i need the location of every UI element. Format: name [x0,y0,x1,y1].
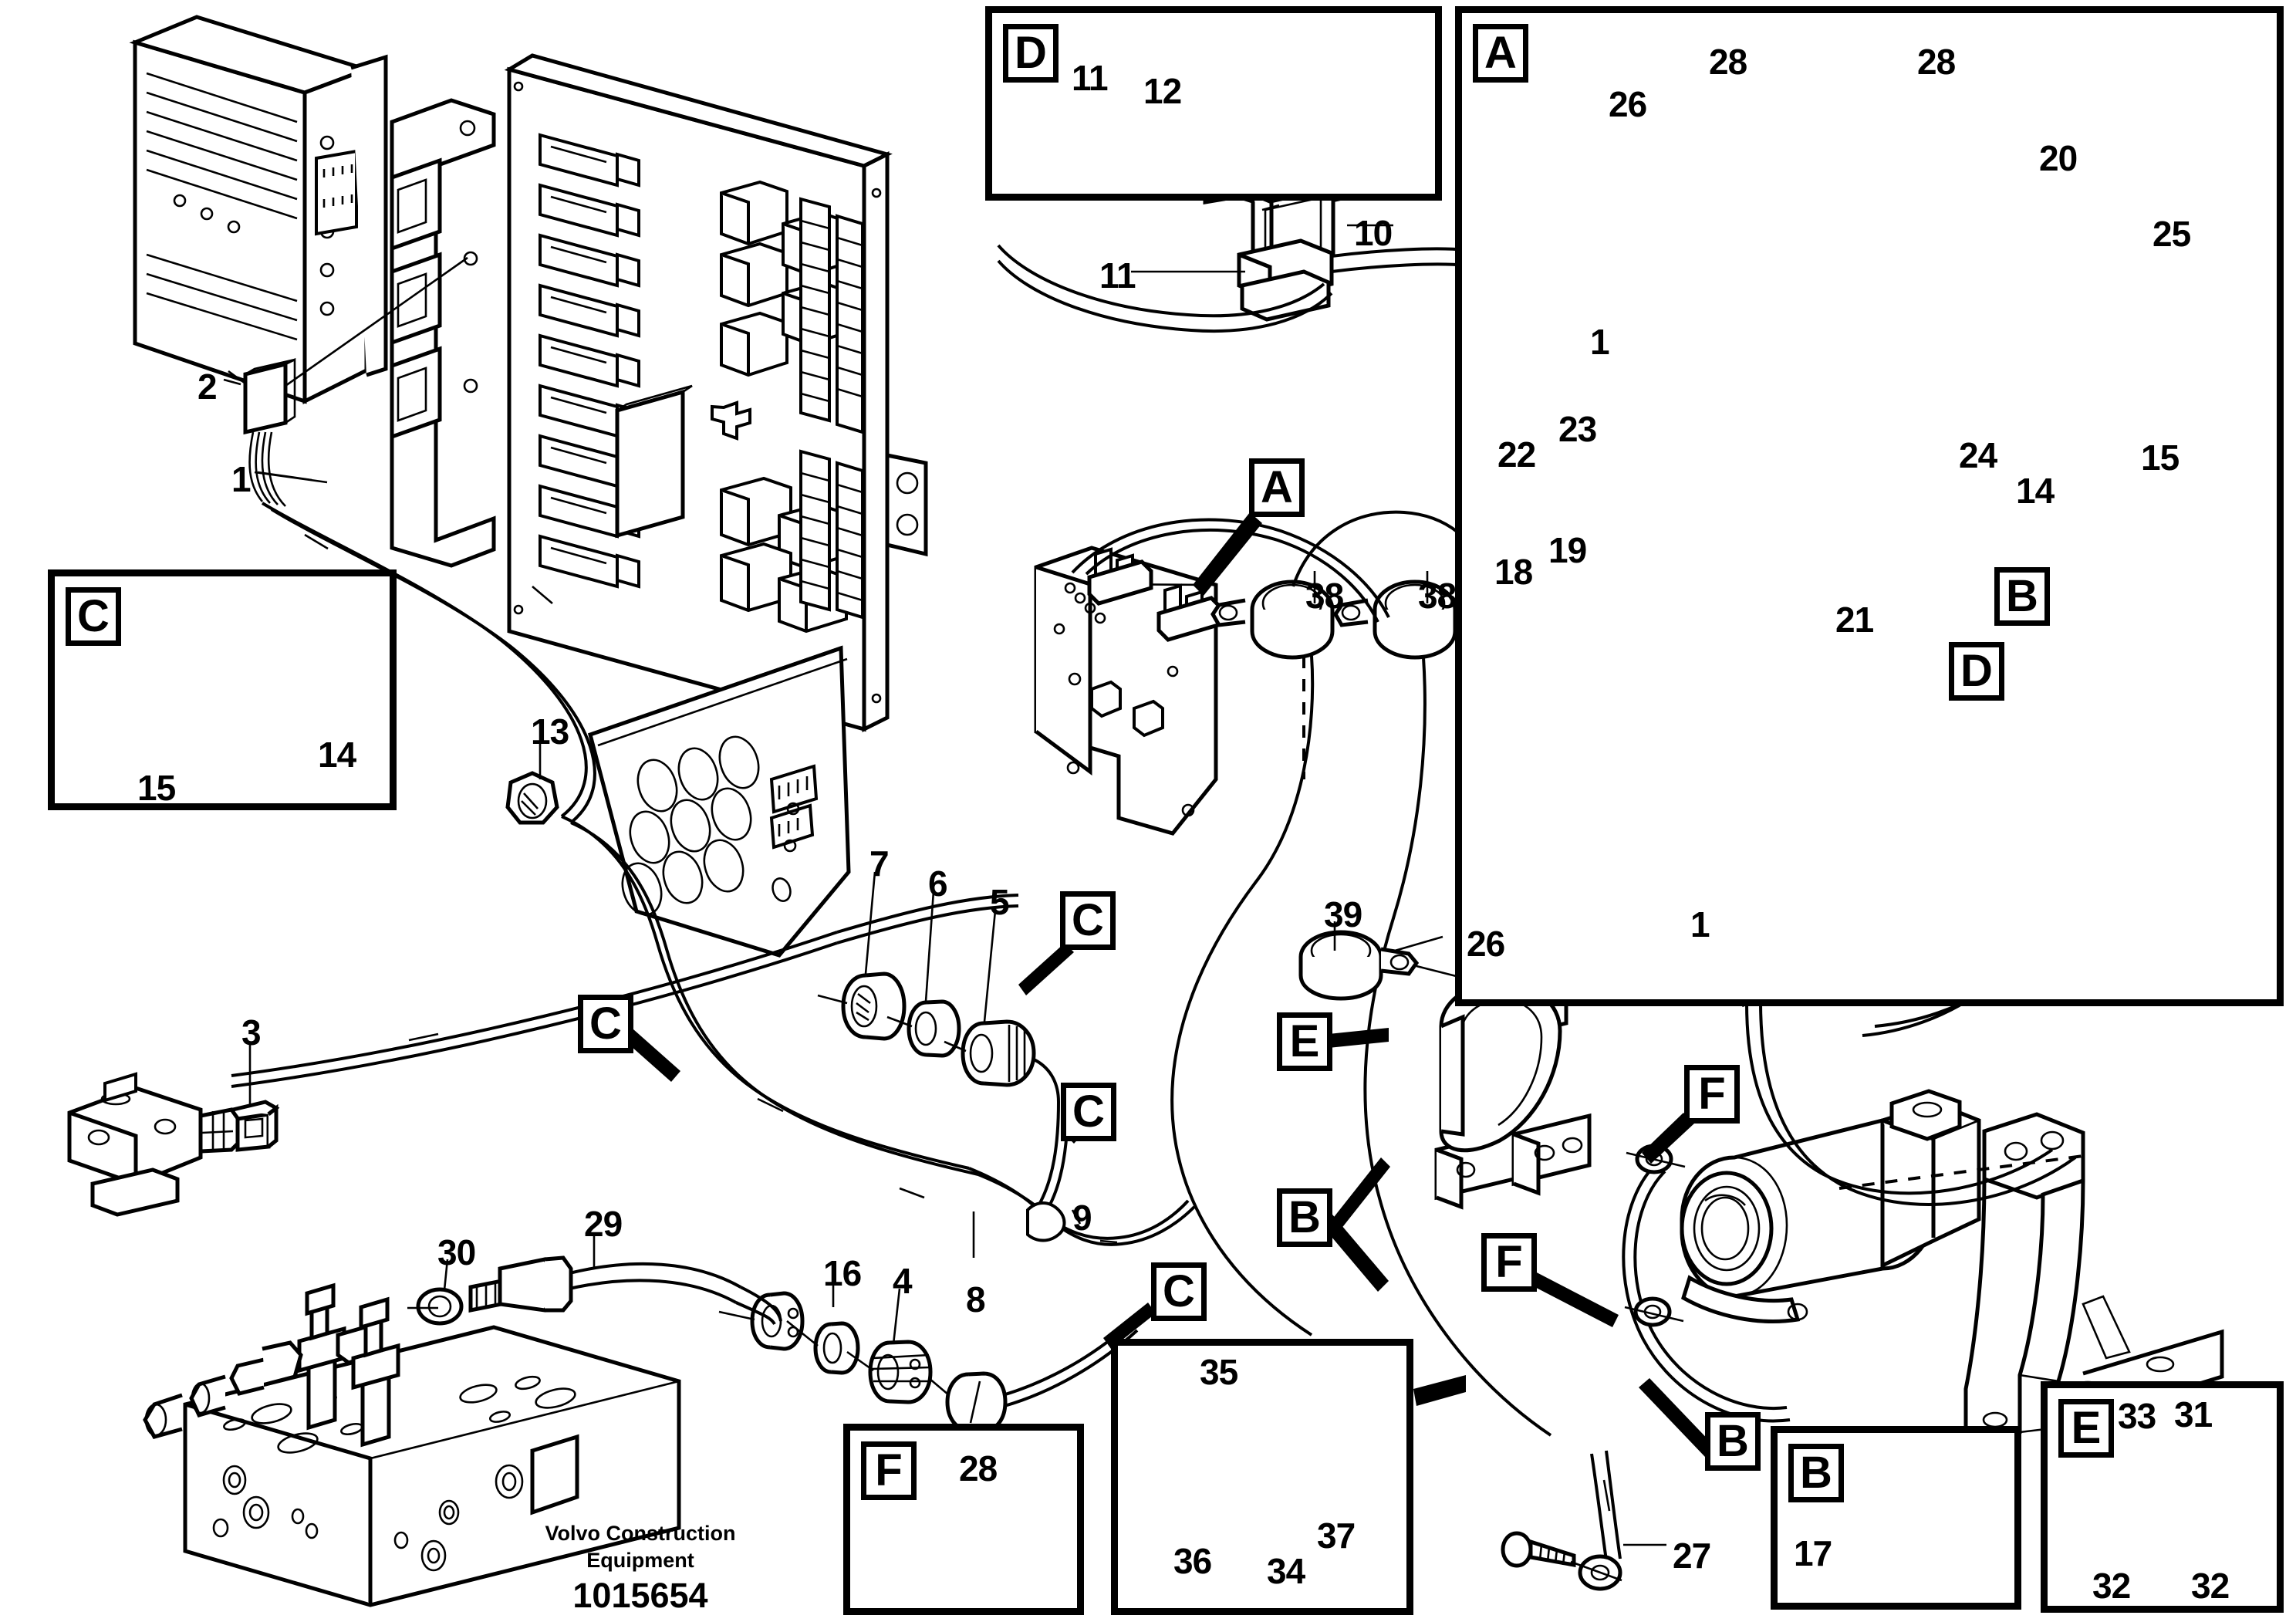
callout-39-c39: 39 [1324,894,1362,934]
letter-label-b-lbl-b-low: B [1705,1412,1761,1471]
letter-label-c-lbl-c-left: C [578,995,633,1053]
callout-38-c38a: 38 [1305,576,1344,616]
callout-19-a19: 19 [1548,530,1587,570]
callout-5-c5: 5 [990,882,1010,922]
part6-washer [907,999,961,1058]
callout-31-pe31: 31 [2174,1394,2213,1434]
letter-label-b-lbl-b-mid: B [1277,1188,1332,1247]
control-unit-ecu [129,15,388,405]
clamp-38-b [1333,580,1457,660]
letter-label-a-lbl-a-main: A [1249,458,1305,517]
brand-line-2: Equipment [586,1549,694,1572]
letter-label-d-lbl-d-panelA: D [1949,642,2004,701]
callout-16-c16: 16 [823,1253,862,1293]
panel-letter-c: C [66,587,121,646]
callout-28-a28b: 28 [1917,42,1956,82]
mounting-bracket [390,98,496,568]
callout-27-c27: 27 [1673,1536,1711,1576]
detail-panel-a: A [1455,6,2284,1006]
callout-26-a26: 26 [1609,84,1647,124]
valve-block [143,1282,681,1607]
callout-18-a18: 18 [1494,552,1533,592]
callout-11-d11b: 11 [1099,255,1136,296]
harness-cable-c [231,815,1196,1246]
callout-12-d12: 12 [1143,71,1182,111]
callout-1-a1b: 1 [1690,904,1710,944]
callout-20-a20: 20 [2039,138,2078,178]
callout-14-pc14: 14 [318,735,356,775]
fuse-relay-board [228,53,928,824]
callout-14-a14: 14 [2016,471,2055,511]
panel-letter-d: D [1003,24,1059,83]
detail-panel-bracket [1111,1339,1413,1615]
part13-nut [505,771,559,825]
mount-plate-assembly [1034,510,1552,1437]
bushing-assembly-765 [817,972,1060,1103]
detail-panel-f: F [843,1424,1084,1615]
letter-label-e-lbl-e-mid: E [1277,1012,1332,1071]
callout-leader-lines [223,378,1666,1546]
callout-4-c4: 4 [893,1261,913,1301]
callout-9-c9: 9 [1072,1198,1092,1238]
callout-36-pk36: 36 [1173,1541,1212,1581]
callout-11-d11a: 11 [1072,58,1109,98]
detail-panel-c: C [48,569,397,810]
clamp-38-a [1210,580,1335,660]
panel-letter-e: E [2058,1399,2114,1458]
callout-1-c1a: 1 [231,459,252,499]
callout-17-pb17: 17 [1794,1533,1832,1573]
callout-15-a15: 15 [2141,438,2180,478]
callout-23-a23: 23 [1558,409,1597,449]
panel-letter-b: B [1788,1444,1844,1502]
letter-label-c-lbl-c-mid: C [1060,891,1116,950]
lower-harness-connectors [718,1291,1139,1433]
part5-connector [961,1019,1060,1103]
callout-32-pe32b: 32 [2191,1566,2230,1606]
callout-21-a21: 21 [1835,600,1874,640]
letter-label-b-lbl-b-panelA: B [1994,567,2050,626]
callout-24-a24: 24 [1959,435,1997,475]
callout-10-d10: 10 [1354,213,1393,253]
callout-25-a25: 25 [2152,214,2191,254]
callout-30-c30: 30 [437,1232,476,1272]
detail-panel-e: E [2041,1381,2284,1613]
callout-2-c2: 2 [198,367,218,407]
cable-nodes-8-9 [1026,1201,1066,1242]
detail-panel-d: D [985,6,1442,201]
panel-letter-f: F [861,1441,917,1500]
letter-label-c-lbl-c-low: C [1151,1262,1207,1321]
letter-label-f-lbl-f-up: F [1684,1065,1740,1124]
callout-1-a1: 1 [1590,322,1610,362]
callout-29-c29: 29 [584,1204,623,1244]
callout-26-c26b: 26 [1467,924,1505,964]
rocker-switch-panel [587,645,851,958]
callout-34-pk34: 34 [1267,1551,1305,1591]
callout-32-pe32a: 32 [2092,1566,2131,1606]
part30-29-hose [407,1255,782,1326]
callout-28-pf28: 28 [959,1448,998,1489]
drawing-number: 1015654 [572,1576,708,1615]
letter-label-f-lbl-f-low: F [1481,1233,1537,1292]
callout-38-c38b: 38 [1418,576,1457,616]
part3-sensor [67,1072,280,1217]
callout-37-pk37: 37 [1317,1516,1356,1556]
callout-3-c3: 3 [241,1012,262,1053]
brand-line-1: Volvo Construction [545,1522,736,1545]
panel-letter-a: A [1473,24,1528,83]
callout-15-pc15: 15 [137,768,176,808]
callout-13-c13: 13 [531,711,569,752]
callout-22-a22: 22 [1497,434,1536,475]
callout-6-c6: 6 [928,863,948,904]
callout-33-pe33: 33 [2118,1396,2156,1436]
pipe-clamp-bracket [1434,968,1592,1210]
callout-8-c8: 8 [966,1279,986,1320]
callout-35-pk35: 35 [1200,1352,1238,1392]
callout-7-c7: 7 [869,843,890,884]
part7-bushing [841,972,907,1041]
detail-panel-b: B [1771,1426,2021,1610]
callout-28-a28a: 28 [1709,42,1747,82]
part27-strap [1501,1450,1622,1591]
letter-label-c-lbl-c-right: C [1061,1083,1116,1141]
